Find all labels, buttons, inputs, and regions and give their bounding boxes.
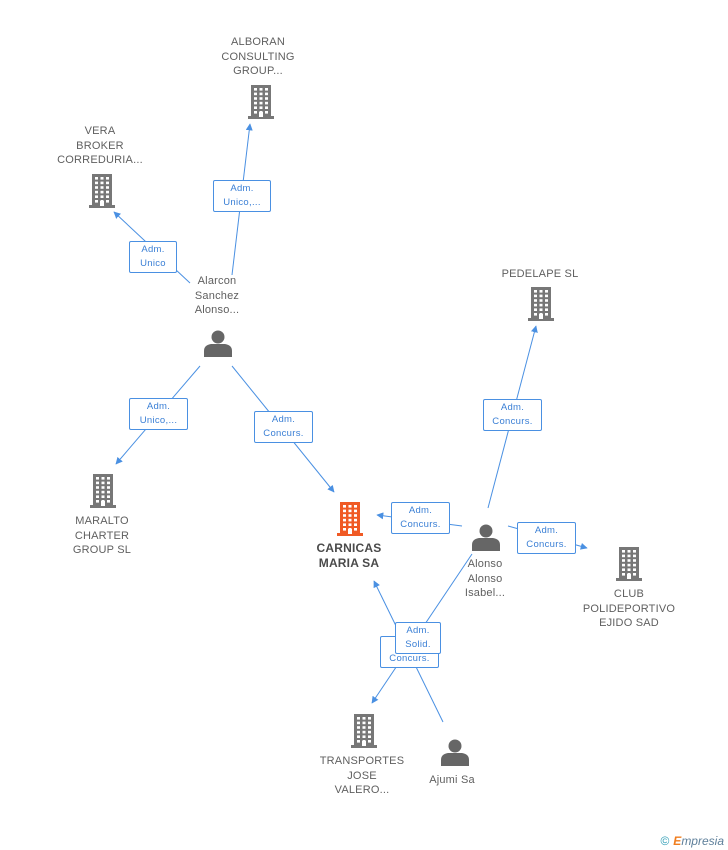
node-label-line: VERA [84, 125, 116, 137]
edge-label-line: Adm. [500, 402, 525, 413]
node-label-line: Alarcon [197, 275, 237, 287]
edge-label-alarcon-carnicas[interactable]: Adm. Concurs. [254, 411, 313, 443]
edge-label-line: Adm. [406, 625, 430, 636]
node-label-line: MARIA SA [318, 556, 380, 570]
edge-label-line: Concurs. [526, 539, 567, 550]
brand-logo: Empresia [673, 834, 724, 848]
node-label-line: Alonso [467, 558, 503, 570]
node-club-label[interactable]: CLUB POLIDEPORTIVO EJIDO SAD [574, 587, 684, 631]
edge-label-line: Adm. [230, 183, 254, 194]
building-icon-pedelape[interactable] [528, 287, 554, 321]
building-icon-alboran[interactable] [248, 85, 274, 119]
edge-label-line: Adm. [534, 525, 559, 536]
node-label-line: GROUP... [233, 65, 283, 77]
node-pedelape-label[interactable]: PEDELAPE SL [490, 267, 590, 282]
building-icon-transportes[interactable] [351, 714, 377, 748]
node-label-line: JOSE [347, 769, 377, 782]
node-label-line: PEDELAPE SL [501, 268, 579, 280]
edge-label-line: Adm. [271, 414, 296, 425]
edge-label-line: Concurs. [400, 519, 441, 530]
node-label-line: CONSULTING [221, 50, 295, 63]
footer-watermark: ©Empresia [660, 834, 724, 848]
edge-label-line: Unico,... [139, 415, 178, 426]
person-icon-alonso[interactable] [472, 524, 500, 552]
person-icon-alarcon[interactable] [204, 330, 232, 358]
edge-label-line: Solid. [405, 639, 431, 650]
edge-label-alonso-carnicas[interactable]: Adm. Concurs. [391, 502, 450, 534]
edge-label-line: Unico [140, 258, 166, 269]
node-label-line: EJIDO SAD [599, 617, 659, 629]
edge-label-line: Adm. [146, 401, 171, 412]
node-label-line: BROKER [76, 139, 124, 152]
edge-label-alarcon-alboran[interactable]: Adm. Unico,... [213, 180, 271, 212]
node-label-line: VALERO... [334, 784, 390, 796]
node-label-line: Alonso... [194, 304, 240, 316]
copyright-symbol: © [660, 834, 670, 848]
person-icon-ajumi[interactable] [441, 739, 469, 767]
edge-label-ajumi-solid[interactable]: Adm. Solid. [395, 622, 441, 654]
node-ajumi-label[interactable]: Ajumi Sa [412, 773, 492, 788]
node-label-line: TRANSPORTES [319, 755, 405, 767]
node-label-line: GROUP SL [72, 544, 132, 556]
node-alboran-label[interactable]: ALBORAN CONSULTING GROUP... [210, 35, 306, 79]
edge-label-alarcon-vera[interactable]: Adm. Unico [129, 241, 177, 273]
edge-label-line: Adm. [408, 505, 433, 516]
edge-label-line: Unico,... [223, 197, 261, 208]
node-label-line: MARALTO [75, 515, 129, 527]
node-transportes-label[interactable]: TRANSPORTES JOSE VALERO... [310, 754, 414, 798]
node-label-line: CORREDURIA... [57, 154, 143, 166]
node-label-line: ALBORAN [231, 36, 285, 48]
node-icons [89, 85, 642, 766]
edge-label-line: Concurs. [389, 653, 430, 664]
node-label-line: Isabel... [464, 587, 506, 599]
node-label-line: POLIDEPORTIVO [582, 602, 676, 615]
edge-label-line: Adm. [141, 244, 165, 255]
edge-label-alonso-club[interactable]: Adm. Concurs. [517, 522, 576, 554]
node-vera-label[interactable]: VERA BROKER CORREDURIA... [50, 124, 150, 168]
edge-label-line: Concurs. [263, 428, 304, 439]
node-label-line: Sanchez [194, 289, 240, 302]
building-icon-maralto[interactable] [90, 474, 116, 508]
edge-label-line: Concurs. [492, 416, 533, 427]
node-label-line: CARNICAS [316, 541, 382, 555]
building-icon-vera[interactable] [89, 174, 115, 208]
building-icon-club[interactable] [616, 547, 642, 581]
node-label-line: CHARTER [74, 529, 130, 542]
edge-label-alonso-pedelape[interactable]: Adm. Concurs. [483, 399, 542, 431]
node-maralto-label[interactable]: MARALTO CHARTER GROUP SL [52, 514, 152, 558]
node-label-line: CLUB [613, 588, 645, 600]
edge-label-alarcon-maralto[interactable]: Adm. Unico,... [129, 398, 188, 430]
node-label-line: Ajumi Sa [429, 774, 475, 786]
node-label-line: Alonso [467, 572, 503, 585]
building-icon-carnicas[interactable] [337, 502, 363, 536]
